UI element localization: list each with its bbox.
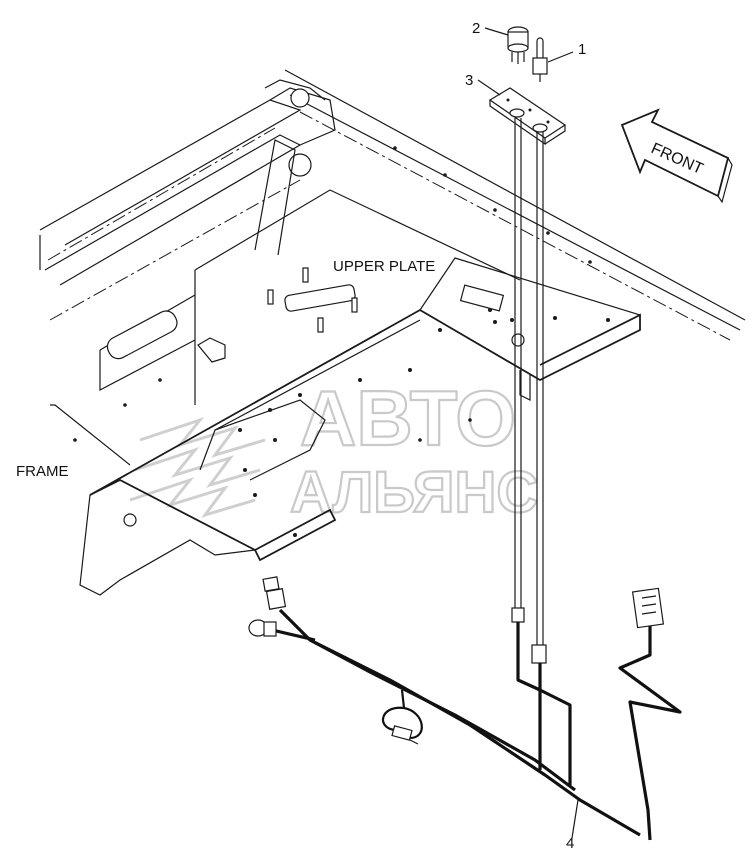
studs xyxy=(267,267,358,333)
upper-plate-hole xyxy=(511,333,525,347)
toggle-switch xyxy=(532,37,548,82)
harness-connector-right xyxy=(631,587,665,629)
front-label: FRONT xyxy=(648,140,705,178)
callout-2: 2 xyxy=(472,20,480,37)
harness-connector-top xyxy=(262,576,287,610)
frame-hole xyxy=(288,153,312,177)
mounting-plate xyxy=(488,87,567,146)
watermark: АВТО АЛЬЯНС xyxy=(129,373,539,526)
upper-plate-holes xyxy=(238,308,610,537)
frame-label: FRAME xyxy=(16,463,69,480)
switch-assembly xyxy=(488,26,567,664)
upper-plate xyxy=(79,257,641,596)
front-arrow: FRONT xyxy=(620,108,733,204)
watermark-line1: АВТО xyxy=(300,374,516,462)
watermark-line2: АЛЬЯНС xyxy=(290,460,538,525)
frame-holes xyxy=(73,146,592,442)
callout-leaders xyxy=(477,27,579,839)
upper-plate-hole xyxy=(123,513,137,527)
callout-3: 3 xyxy=(465,72,473,89)
harness-sensor xyxy=(381,706,423,745)
upper-plate-slot xyxy=(459,284,505,312)
lead-connector xyxy=(531,644,547,664)
frame-hole xyxy=(290,88,310,108)
frame-bracket xyxy=(197,337,226,363)
wiring-harness xyxy=(248,576,682,841)
frame-slot xyxy=(106,310,178,360)
callout-4: 4 xyxy=(566,835,574,852)
watermark-logo xyxy=(129,416,266,518)
harness-connector-round xyxy=(248,619,277,637)
upper-plate-label: UPPER PLATE xyxy=(333,258,435,275)
callout-1: 1 xyxy=(578,41,586,58)
lead-connector xyxy=(511,607,525,623)
rotary-switch xyxy=(507,26,529,64)
frame-slot xyxy=(284,284,356,312)
